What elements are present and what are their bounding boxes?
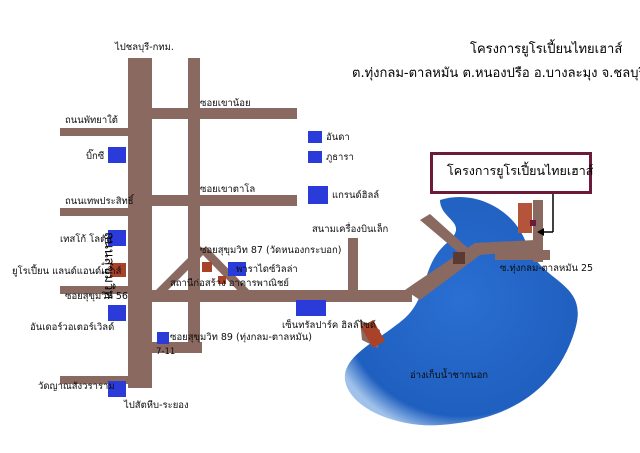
road-soi-87-main <box>152 290 412 302</box>
label-soi-khao-talo: ซอยเขาตาโล <box>200 184 256 195</box>
label-underwater: อันเดอร์วอเตอร์เวิลด์ <box>30 322 115 333</box>
label-amata: อันดา <box>326 132 350 143</box>
marker-european-land <box>110 263 126 277</box>
label-soi-56: ซอยสุขุมวิท 56 <box>65 291 128 302</box>
marker-amata <box>308 131 322 143</box>
label-soi-khao-noi: ซอยเขาน้อย <box>200 98 251 109</box>
marker-paradise <box>228 262 246 276</box>
label-thung-klom-25: ซ.ทุ่งกลม-ตาลหมัน 25 <box>500 263 594 274</box>
road-soi-khao-noi <box>152 108 297 119</box>
label-north-end: ไปชลบุรี-กทม. <box>115 42 174 53</box>
label-station: สถานีก่อสร้าง อาคารพาณิชย์ <box>170 278 289 289</box>
marker-station2 <box>218 276 226 284</box>
marker-tesco <box>108 230 126 246</box>
label-central-park: เซ็นทรัลปาร์ค ฮิลล์ไซด์ <box>282 320 377 331</box>
marker-wat-yan <box>108 381 126 397</box>
callout-pointer <box>537 194 554 236</box>
road-soi-56 <box>60 286 128 294</box>
marker-central-park <box>296 300 326 316</box>
label-soi-87: ซอยสุขุมวิท 87 (วัดหนองกระบอก) <box>200 245 342 256</box>
label-thepprasit: ถนนเทพประสิทธิ์ <box>65 196 134 207</box>
marker-underwater <box>108 305 126 321</box>
landmark-markers <box>108 131 536 397</box>
callout-label: โครงการยูโรเปี้ยนไทยเฮาส์ <box>447 163 594 178</box>
marker-junction <box>453 252 465 264</box>
label-airfield: สนามเครื่องบินเล็ก <box>312 224 389 235</box>
marker-project-dot <box>530 220 536 226</box>
road-east-curve <box>420 214 470 258</box>
road-soi-87-diag2 <box>152 246 206 300</box>
marker-phutara <box>308 151 322 163</box>
label-phutara: ภูธารา <box>326 152 354 163</box>
label-tesco: เทสโก้ โลตัส <box>60 234 113 245</box>
road-airfield <box>348 238 358 293</box>
road-soi-khao-talo <box>152 195 297 206</box>
label-south-end: ไปสัตหีบ-ระยอง <box>124 400 189 411</box>
label-reservoir: อ่างเก็บน้ำชากนอก <box>410 370 489 381</box>
marker-station <box>202 262 212 272</box>
marker-grand-hill <box>308 186 328 204</box>
label-pattaya-tai: ถนนพัทยาใต้ <box>65 115 118 126</box>
road-sukhumvit <box>128 58 152 388</box>
road-soi-89-left <box>152 342 202 353</box>
label-seven-eleven: 7-11 <box>156 347 176 357</box>
marker-south-red <box>360 320 386 348</box>
road-thung-klom-h <box>495 250 550 260</box>
project-callout: โครงการยูโรเปี้ยนไทยเฮาส์ <box>430 152 594 194</box>
project-title: โครงการยูโรเปี้ยนไทยเฮาส์ <box>470 42 623 57</box>
road-thepprasit <box>60 208 128 216</box>
marker-project <box>518 203 532 233</box>
label-soi-89: ซอยสุขุมวิท 89 (ทุ่งกลม-ตาลหมัน) <box>170 332 312 343</box>
road-soi-87-diag <box>200 246 255 302</box>
marker-bigc <box>108 147 126 163</box>
label-european-land: ยูโรเปี้ยน แลนด์แอนด์เฮาส์ <box>12 266 122 277</box>
road-east <box>405 240 535 300</box>
road-network <box>60 58 550 388</box>
label-grand-hill: แกรนด์ฮิลล์ <box>332 190 380 201</box>
road-pattaya-tai <box>60 128 128 136</box>
label-paradise: พาราไดซ์วิลล่า <box>236 264 298 275</box>
marker-seven-eleven <box>157 332 169 344</box>
road-thung-klom-25 <box>533 200 543 262</box>
label-bigc: บิ๊กซี <box>86 151 105 162</box>
project-address: ต.ทุ่งกลม-ตาลหมัน ต.หนองปรือ อ.บางละมุง … <box>352 66 640 81</box>
road-wat-yan <box>60 376 128 384</box>
label-wat-yan: วัดญาณสังวราราม <box>38 381 115 392</box>
